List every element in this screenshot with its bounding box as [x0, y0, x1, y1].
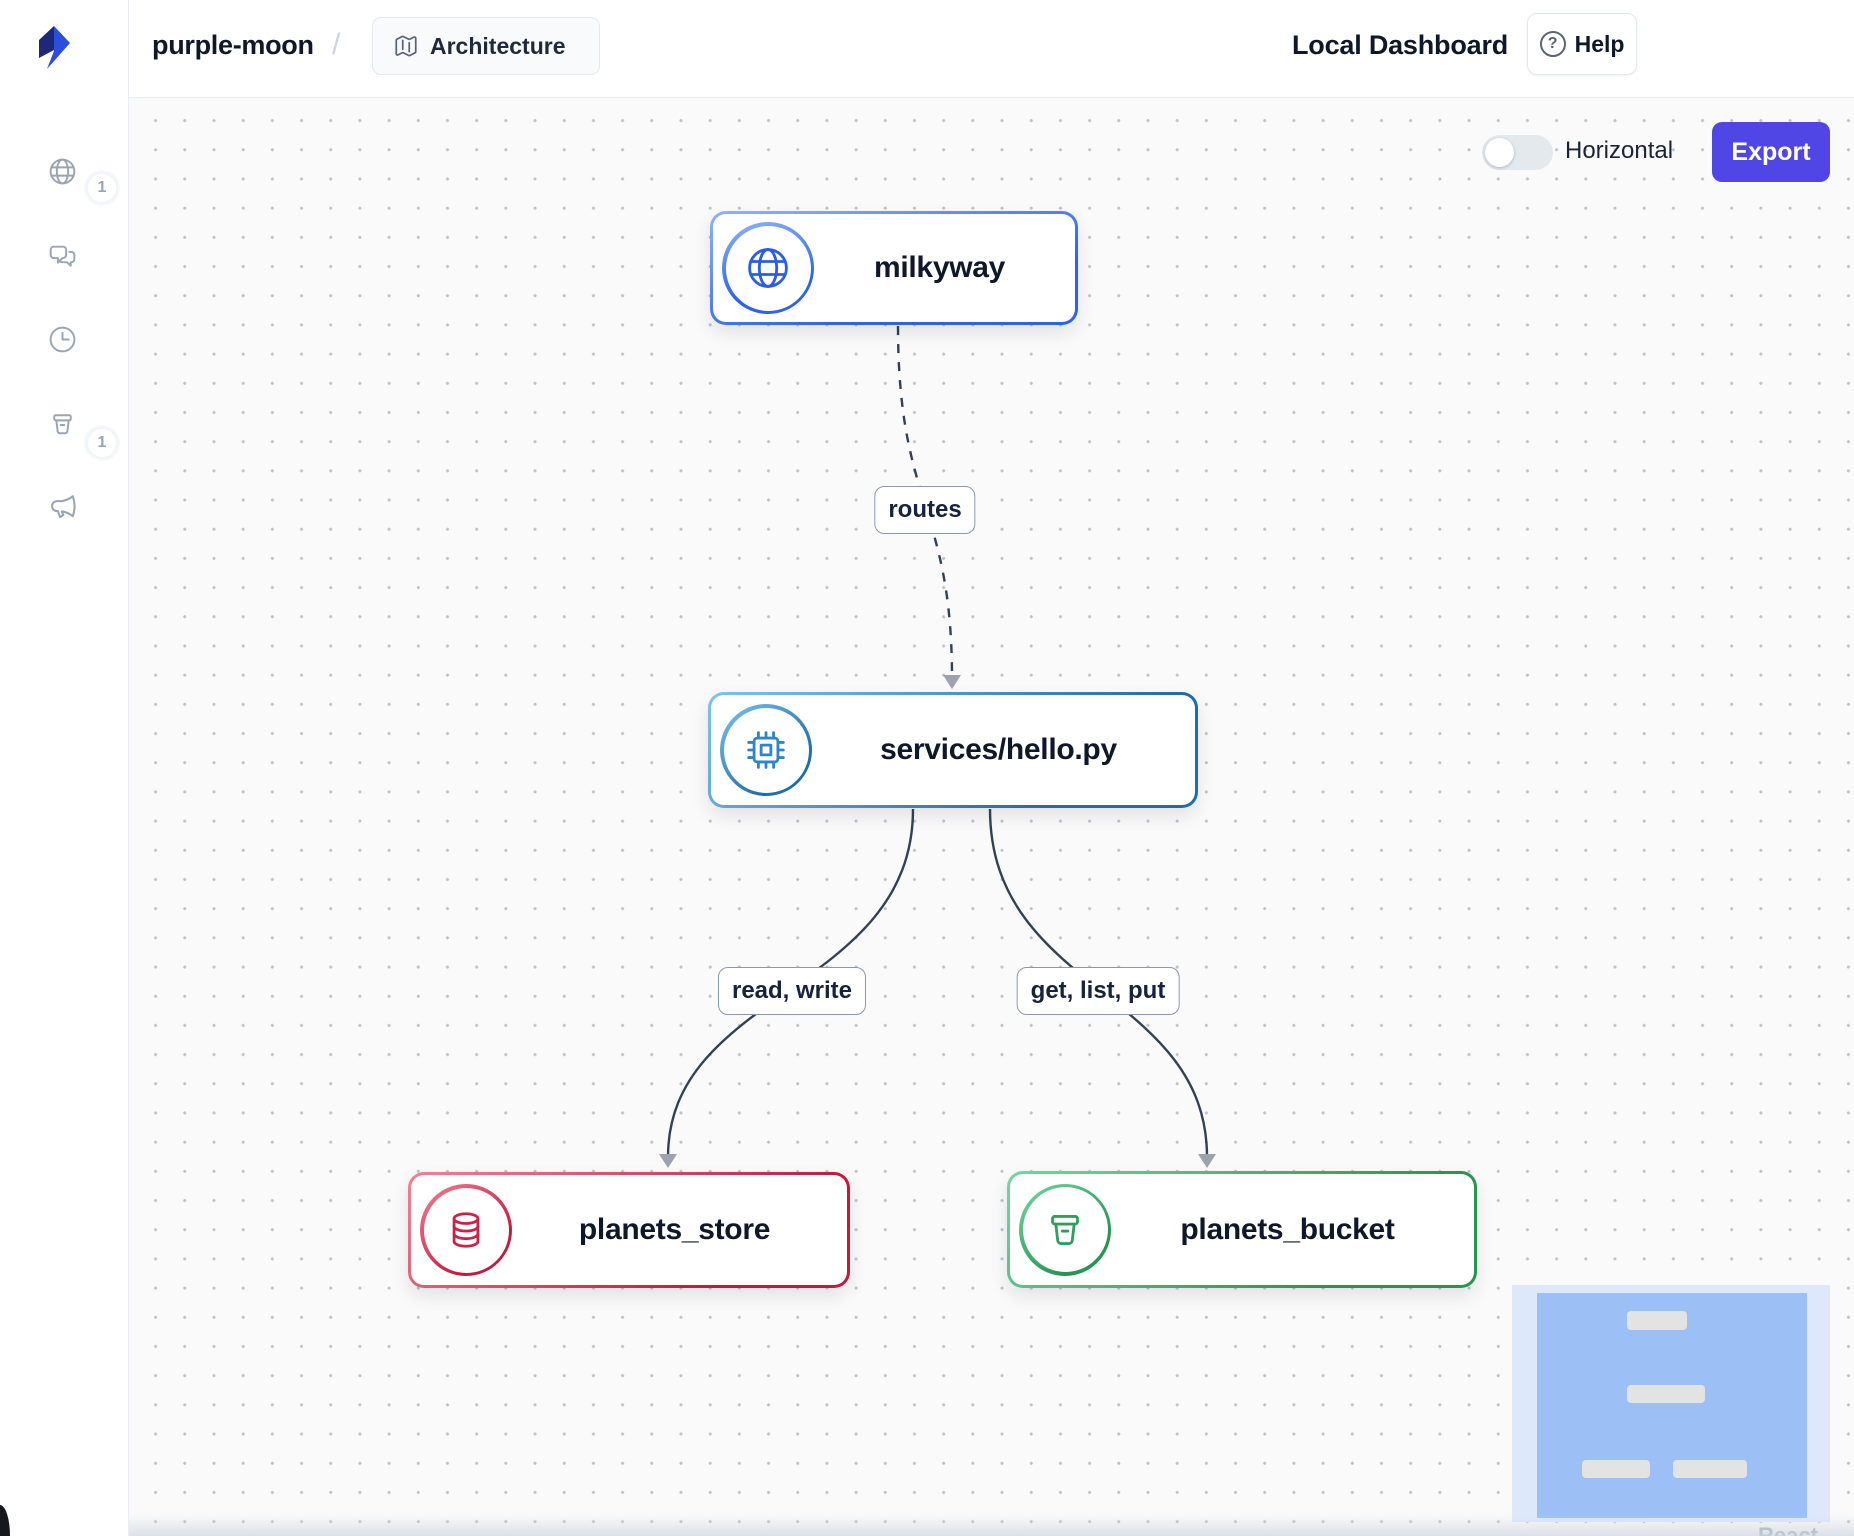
- apis-count-badge: 1: [86, 172, 118, 204]
- edge-label-get-list-put[interactable]: get, list, put: [1016, 967, 1180, 1015]
- toggle-knob: [1485, 138, 1514, 167]
- node-planets-bucket-icon-ring: [1019, 1183, 1111, 1276]
- minimap[interactable]: [1512, 1285, 1830, 1522]
- minimap-node: [1673, 1460, 1747, 1478]
- node-planets-store[interactable]: planets_store: [408, 1172, 850, 1288]
- node-label: milkyway: [873, 251, 1006, 284]
- sidebar-item-storage[interactable]: [46, 408, 79, 441]
- sidebar-item-websockets[interactable]: [46, 240, 79, 273]
- header: purple-moon / Architecture Local Dashboa…: [128, 0, 1854, 98]
- minimap-viewport[interactable]: [1537, 1293, 1807, 1518]
- node-milkyway-body: milkyway: [713, 214, 1075, 322]
- node-planets-bucket[interactable]: planets_bucket: [1007, 1171, 1477, 1288]
- node-label: planets_bucket: [1180, 1212, 1395, 1246]
- horizontal-toggle[interactable]: [1482, 135, 1553, 170]
- tab-architecture-label: Architecture: [430, 32, 566, 59]
- breadcrumb-separator: /: [332, 28, 341, 61]
- clock-icon: [49, 326, 76, 353]
- chat-bubbles-icon: [49, 245, 76, 267]
- sidebar: 1 1: [0, 0, 129, 1536]
- tab-architecture[interactable]: Architecture: [372, 17, 600, 75]
- map-icon: [395, 35, 417, 57]
- sidebar-item-apis[interactable]: [46, 155, 79, 188]
- app-logo[interactable]: [33, 24, 73, 70]
- page-title: Local Dashboard: [1292, 30, 1509, 60]
- question-circle-icon: ?: [1539, 31, 1566, 57]
- node-label: planets_store: [578, 1213, 771, 1246]
- sidebar-item-schedules[interactable]: [46, 323, 79, 356]
- sidebar-item-topics[interactable]: [46, 490, 79, 523]
- node-planets-bucket-body: planets_bucket: [1010, 1174, 1474, 1285]
- help-button[interactable]: ? Help: [1527, 13, 1637, 75]
- globe-icon: [49, 158, 76, 185]
- bottom-fade: [128, 1514, 1854, 1536]
- export-button[interactable]: Export: [1712, 122, 1830, 182]
- node-planets-store-icon-ring: [420, 1184, 512, 1276]
- node-services-body: services/hello.py: [711, 695, 1195, 805]
- node-milkyway[interactable]: milkyway: [710, 211, 1078, 325]
- node-services-icon-ring: [720, 704, 812, 796]
- arrowhead-read-write: [659, 1154, 677, 1168]
- arrowhead-routes: [943, 675, 961, 689]
- bucket-icon: [53, 414, 72, 435]
- minimap-node: [1627, 1385, 1705, 1403]
- bucket-icon: [1051, 1214, 1079, 1245]
- cpu-icon: [747, 731, 785, 769]
- minimap-node: [1627, 1311, 1687, 1330]
- storage-count-badge: 1: [86, 427, 118, 459]
- megaphone-icon: [51, 495, 76, 518]
- node-label: services/hello.py: [880, 733, 1117, 766]
- database-icon: [452, 1212, 480, 1248]
- edge-label-read-write[interactable]: read, write: [717, 967, 867, 1015]
- corner-artifact: [0, 1505, 10, 1536]
- edge-label-routes[interactable]: routes: [874, 486, 976, 534]
- help-button-label: Help: [1574, 30, 1625, 57]
- node-services-hello[interactable]: services/hello.py: [708, 692, 1198, 808]
- node-planets-store-body: planets_store: [411, 1175, 847, 1285]
- diagram-canvas[interactable]: Horizontal Export milkyway: [128, 97, 1854, 1536]
- globe-icon: [748, 248, 788, 288]
- arrowhead-get-list-put: [1198, 1154, 1216, 1168]
- project-name: purple-moon: [152, 30, 314, 60]
- horizontal-toggle-label: Horizontal: [1565, 137, 1674, 164]
- node-milkyway-icon-ring: [722, 222, 814, 314]
- minimap-node: [1582, 1460, 1650, 1478]
